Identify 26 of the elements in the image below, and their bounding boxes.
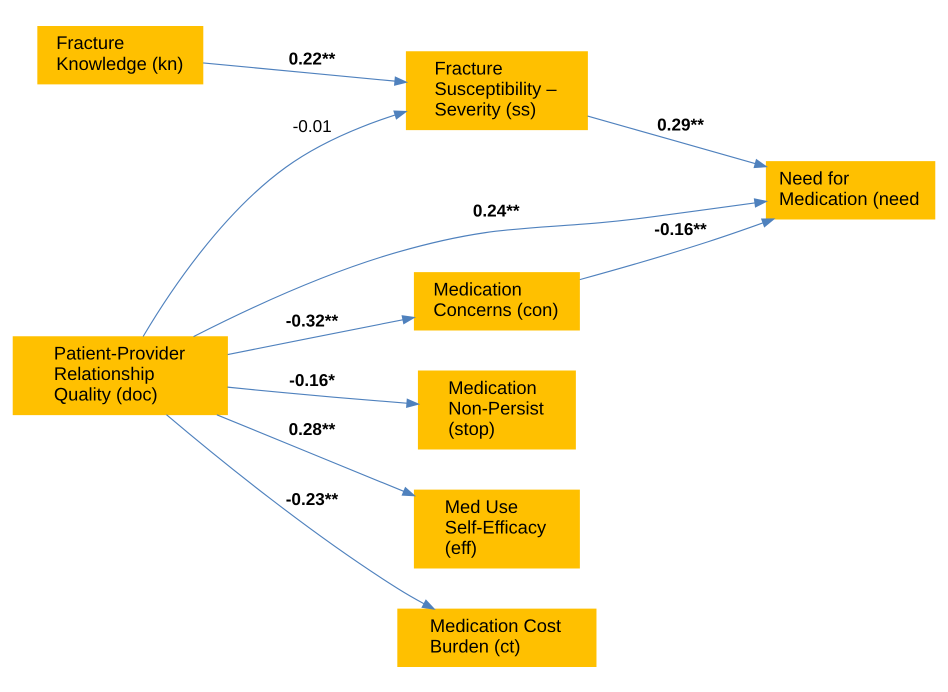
node-box: Need for Medication (need [766,160,936,219]
edge-label: -0.23** [286,488,338,509]
arrow [142,110,408,336]
edge-label: -0.16** [654,218,707,238]
node-box: Fracture Susceptibility – Severity (ss) [406,50,588,130]
edge-label: 0.29** [657,114,704,134]
arrow [216,414,416,496]
edge-label: 0.24** [472,200,520,220]
node-box: Medication Cost Burden (ct) [397,608,596,666]
node-box: Fracture Knowledge (kn) [37,26,204,84]
node-box: Patient-Provider Relationship Quality (doc) [12,336,228,415]
arrow [166,414,436,610]
edge-label: -0.01 [292,115,332,136]
arrow [580,218,776,280]
edge-label: 0.22** [288,48,336,68]
arrow [193,198,768,337]
arrow [203,62,408,86]
node-box: Medication Non-Persist (stop) [418,370,576,450]
node-box: Med Use Self-Efficacy (eff) [414,489,580,568]
edge-label: 0.28** [288,418,336,439]
arrow [587,115,768,168]
edge-label: -0.32** [286,310,338,330]
arrow [228,314,416,355]
edge-label: -0.16* [289,369,335,390]
node-box: Medication Concerns (con) [414,272,580,330]
arrow [227,386,420,408]
